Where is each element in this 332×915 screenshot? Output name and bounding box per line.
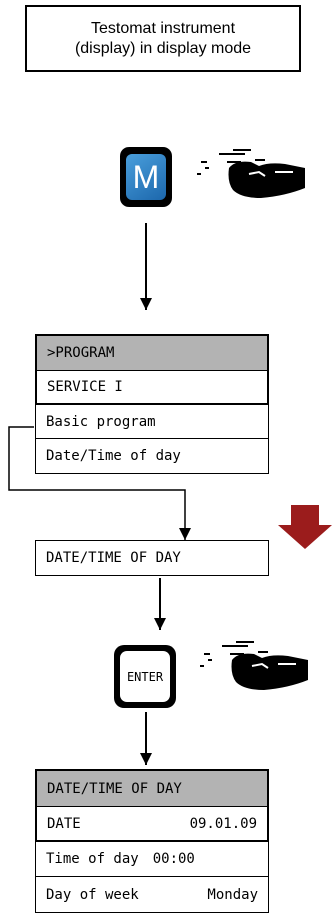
arrow-date-to-heading bbox=[8, 426, 186, 540]
date-value: 09.01.09 bbox=[189, 815, 257, 832]
weekday-value: Monday bbox=[207, 886, 258, 903]
time-row[interactable]: Time of day 00:00 bbox=[35, 842, 269, 877]
time-value: 00:00 bbox=[152, 851, 195, 867]
time-label: Time of day bbox=[46, 851, 139, 867]
datetime-display: DATE/TIME OF DAY DATE 09.01.09 Time of d… bbox=[35, 769, 269, 913]
weekday-row[interactable]: Day of week Monday bbox=[35, 877, 269, 913]
menu-row-basic-program[interactable]: Basic program bbox=[35, 405, 269, 439]
pointing-hand-icon bbox=[200, 641, 308, 690]
title-line-1: Testomat instrument bbox=[90, 19, 236, 37]
menu-display: >PROGRAM SERVICE I Basic program Date/Ti… bbox=[35, 334, 269, 474]
title-box: Testomat instrument (display) in display… bbox=[25, 5, 301, 72]
datetime-display-header: DATE/TIME OF DAY bbox=[35, 769, 269, 807]
weekday-label: Day of week bbox=[46, 886, 139, 903]
enter-button[interactable]: ENTER bbox=[114, 645, 176, 708]
pointing-hand-icon bbox=[197, 149, 305, 198]
date-label: DATE bbox=[47, 815, 81, 832]
title-line-2: (display) in display mode bbox=[74, 39, 252, 57]
red-down-arrow-icon bbox=[278, 505, 332, 549]
m-button-face: M bbox=[126, 154, 166, 200]
menu-row-service[interactable]: SERVICE I bbox=[35, 370, 269, 405]
datetime-heading: DATE/TIME OF DAY bbox=[35, 540, 269, 576]
m-button[interactable]: M bbox=[120, 147, 172, 207]
enter-button-face: ENTER bbox=[120, 651, 170, 702]
menu-row-date-time[interactable]: Date/Time of day bbox=[35, 439, 269, 474]
menu-row-program[interactable]: >PROGRAM bbox=[35, 334, 269, 371]
date-row[interactable]: DATE 09.01.09 bbox=[35, 806, 269, 842]
